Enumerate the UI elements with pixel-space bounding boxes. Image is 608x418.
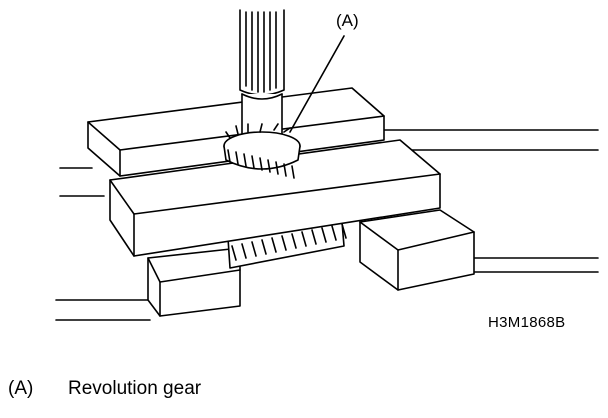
gear-press-illustration: (A)	[55, 9, 599, 321]
legend-row: (A) Revolution gear	[8, 378, 201, 400]
revolution-gear	[223, 123, 301, 179]
legend-key: (A)	[8, 378, 34, 399]
callout-label: (A)	[336, 11, 359, 30]
left-support-block	[147, 247, 241, 317]
back-plate	[87, 87, 385, 177]
legend-text: Revolution gear	[68, 378, 202, 399]
callout-leader	[289, 35, 345, 133]
right-support-block	[359, 209, 475, 291]
figure-code: H3M1868B	[488, 314, 566, 331]
front-plate	[109, 139, 441, 257]
rails	[55, 129, 599, 321]
